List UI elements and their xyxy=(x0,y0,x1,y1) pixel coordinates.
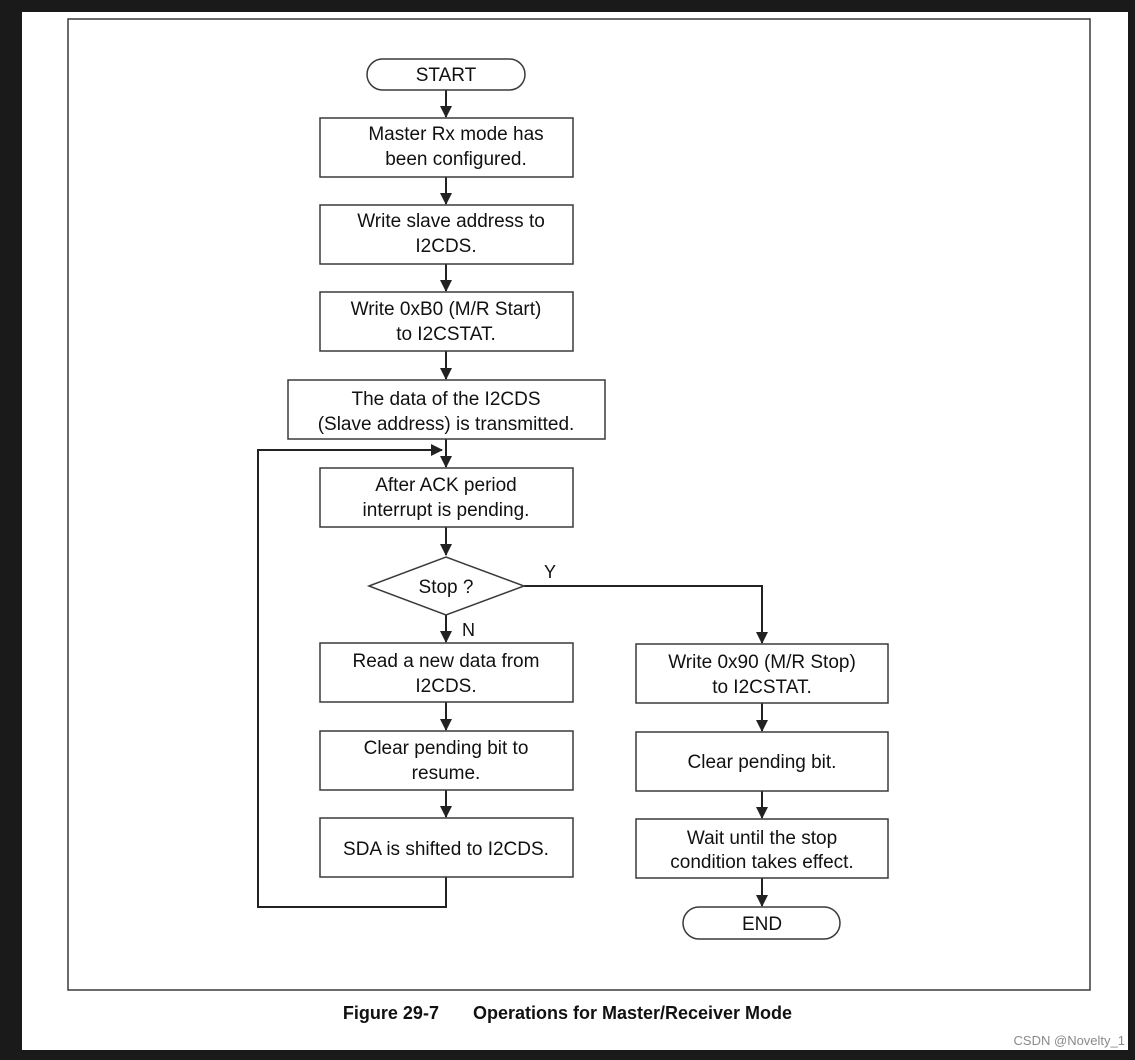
step-wait-stop-line-2: condition takes effect. xyxy=(670,852,853,873)
step-configured-box xyxy=(319,117,574,178)
step-sda-shift-line-1: SDA is shifted to I2CDS. xyxy=(343,839,549,860)
start-shape xyxy=(366,58,526,91)
step-transmitted: The data of the I2CDS (Slave address) is… xyxy=(287,379,606,440)
step-write-90-box xyxy=(635,643,889,704)
figure-number: Figure 29-7 xyxy=(342,1003,439,1023)
step-write-b0: Write 0xB0 (M/R Start) to I2CSTAT. xyxy=(319,291,574,352)
step-clear-resume: Clear pending bit to resume. xyxy=(319,730,574,791)
figure-caption: Figure 29-7 Operations for Master/Receive… xyxy=(0,1003,1135,1024)
step-clear-resume-line-1: Clear pending bit to xyxy=(364,738,529,759)
arrow-decision-yes-to-write-90 xyxy=(524,585,768,644)
figure-panel xyxy=(22,12,1128,1050)
step-write-slave-line-2: I2CDS. xyxy=(415,236,476,257)
step-read-data: Read a new data from I2CDS. xyxy=(319,642,574,703)
step-write-slave-box xyxy=(319,204,574,265)
step-write-b0-box xyxy=(319,291,574,352)
decision-stop: Stop ? Y N xyxy=(366,556,556,640)
figure-title: Operations for Master/Receiver Mode xyxy=(472,1003,793,1023)
step-configured-line-2: been configured. xyxy=(385,149,527,170)
step-wait-stop-line-1: Wait until the stop xyxy=(687,828,837,849)
step-write-90-line-2: to I2CSTAT. xyxy=(712,677,812,698)
arrow-loop-back xyxy=(257,444,447,908)
step-read-data-box xyxy=(319,642,574,703)
step-transmitted-line-1: The data of the I2CDS xyxy=(351,389,540,410)
decision-stop-shape xyxy=(366,556,527,616)
step-ack-pending-line-2: interrupt is pending. xyxy=(363,500,530,521)
step-wait-stop-box xyxy=(635,818,889,879)
step-transmitted-line-2: (Slave address) is transmitted. xyxy=(318,414,575,435)
step-transmitted-box xyxy=(287,379,606,440)
figure-frame xyxy=(67,18,1091,991)
start-terminal: START xyxy=(366,58,526,91)
step-clear-bit-box xyxy=(635,731,889,792)
step-write-90-line-1: Write 0x90 (M/R Stop) xyxy=(668,652,856,673)
step-read-data-line-2: I2CDS. xyxy=(415,676,476,697)
step-write-90: Write 0x90 (M/R Stop) to I2CSTAT. xyxy=(635,643,889,704)
step-configured: Master Rx mode has been configured. xyxy=(319,117,574,178)
step-clear-bit: Clear pending bit. xyxy=(635,731,889,792)
step-write-slave-line-1: Write slave address to xyxy=(357,211,545,232)
end-shape xyxy=(682,906,841,940)
step-configured-line-1: Master Rx mode has xyxy=(368,124,543,145)
branch-no-label: N xyxy=(462,620,475,640)
step-write-b0-line-2: to I2CSTAT. xyxy=(396,324,496,345)
flowchart: START Master Rx mode has been configured… xyxy=(67,18,1091,991)
start-label: START xyxy=(416,65,477,86)
step-clear-resume-box xyxy=(319,730,574,791)
step-clear-bit-line-1: Clear pending bit. xyxy=(688,752,837,773)
branch-yes-label: Y xyxy=(544,562,556,582)
step-write-b0-line-1: Write 0xB0 (M/R Start) xyxy=(351,299,542,320)
step-clear-resume-line-2: resume. xyxy=(412,763,481,784)
connectors xyxy=(257,90,768,908)
watermark: CSDN @Novelty_1 xyxy=(1013,1033,1125,1048)
step-wait-stop: Wait until the stop condition takes effe… xyxy=(635,818,889,879)
end-terminal: END xyxy=(682,906,841,940)
end-label: END xyxy=(742,914,782,935)
decision-stop-label: Stop ? xyxy=(419,577,474,598)
step-sda-shift: SDA is shifted to I2CDS. xyxy=(319,817,574,878)
step-sda-shift-box xyxy=(319,817,574,878)
step-write-slave: Write slave address to I2CDS. xyxy=(319,204,574,265)
step-ack-pending-line-1: After ACK period xyxy=(375,475,517,496)
step-read-data-line-1: Read a new data from xyxy=(353,651,540,672)
step-ack-pending-box xyxy=(319,467,574,528)
step-ack-pending: After ACK period interrupt is pending. xyxy=(319,467,574,528)
